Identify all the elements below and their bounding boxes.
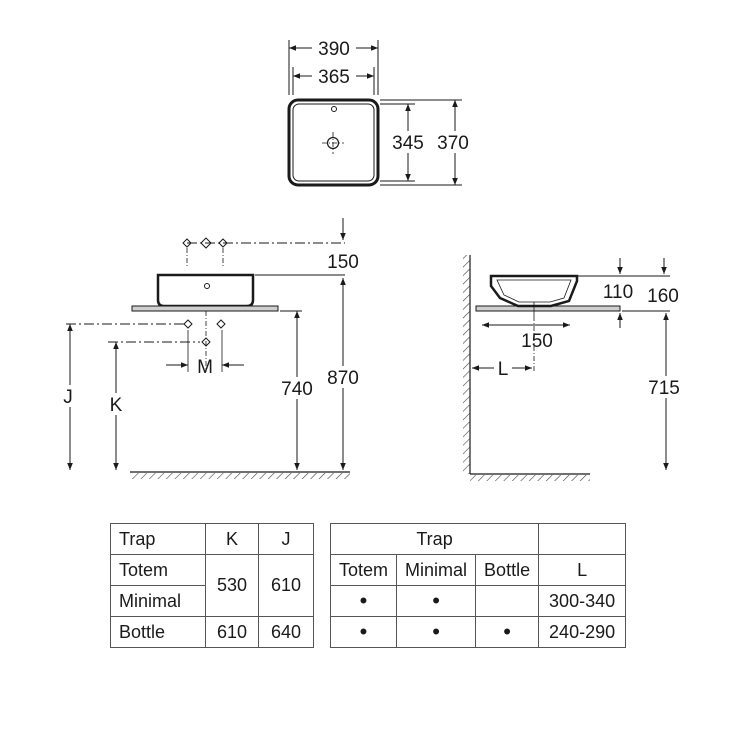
dim-total-height: 870 xyxy=(327,368,359,389)
table-row: Minimal xyxy=(110,585,314,617)
cell-l-range: 240-290 xyxy=(538,616,627,648)
dim-trap-m: M xyxy=(197,357,213,378)
front-view: 150 J K M 740 870 xyxy=(60,218,365,479)
col-header-minimal: Minimal xyxy=(396,554,477,586)
tap-marker xyxy=(182,237,228,249)
table-row: • • 300-340 xyxy=(329,585,627,617)
side-view: 110 160 150 L 715 xyxy=(463,255,688,481)
dim-depth-inner: 345 xyxy=(392,133,424,154)
cell-k-totem-minimal: 530 xyxy=(205,554,259,617)
table-header-trap: Trap xyxy=(329,523,540,555)
dim-counter-height: 740 xyxy=(281,379,313,400)
dot-icon: • xyxy=(396,585,477,617)
dim-basin-overall: 160 xyxy=(647,286,679,307)
basin-outline-top xyxy=(287,98,380,187)
dim-trap-k: K xyxy=(110,395,123,416)
cell-j-bottle: 640 xyxy=(258,616,314,648)
dim-width-outer: 390 xyxy=(318,39,350,60)
basin-front xyxy=(156,273,255,308)
dim-tap-offset: 150 xyxy=(327,252,359,273)
table-header-empty xyxy=(538,523,627,555)
row-label-minimal: Minimal xyxy=(110,585,206,617)
table-header-j: J xyxy=(258,523,314,555)
row-label-bottle: Bottle xyxy=(110,616,206,648)
dim-basin-height: 110 xyxy=(603,282,633,303)
col-header-bottle: Bottle xyxy=(475,554,540,586)
dim-side-height: 715 xyxy=(648,378,680,399)
col-header-totem: Totem xyxy=(329,554,398,586)
basin-side xyxy=(489,274,579,308)
col-header-l: L xyxy=(538,554,627,586)
overflow-hole xyxy=(331,106,337,112)
cell-j-totem-minimal: 610 xyxy=(258,554,314,617)
table-row: Totem 530 610 xyxy=(110,554,314,617)
table-row: • • • 240-290 xyxy=(329,616,627,648)
table-subheader-row: Totem Minimal Bottle L xyxy=(329,554,627,586)
basin-inner-top xyxy=(292,103,375,182)
top-view: 390 365 345 370 xyxy=(287,37,476,187)
table-row: Bottle 610 640 xyxy=(110,616,314,648)
table-header-row: Trap xyxy=(329,523,627,555)
cell-k-bottle: 610 xyxy=(205,616,259,648)
countertop-front xyxy=(131,305,279,312)
table-header-trap: Trap xyxy=(110,523,206,555)
dim-wall-l: L xyxy=(498,359,509,380)
trap-compat-table: Trap Totem Minimal Bottle L • • 300-340 … xyxy=(329,523,627,648)
dot-icon: • xyxy=(329,585,398,617)
empty-cell xyxy=(475,585,540,617)
table-header-k: K xyxy=(205,523,259,555)
table-header-row: Trap K J xyxy=(110,523,314,555)
row-label-totem: Totem xyxy=(110,554,206,586)
dim-width-inner: 365 xyxy=(318,67,350,88)
dim-wall-offset: 150 xyxy=(521,331,553,352)
dim-trap-j: J xyxy=(63,387,73,408)
drain-icon xyxy=(326,136,340,150)
dot-icon: • xyxy=(329,616,398,648)
dot-icon: • xyxy=(396,616,477,648)
dot-icon: • xyxy=(475,616,540,648)
dim-depth-outer: 370 xyxy=(437,133,469,154)
trap-height-table: Trap K J Totem 530 610 Minimal Bottle 61… xyxy=(110,523,314,648)
cell-l-range: 300-340 xyxy=(538,585,627,617)
